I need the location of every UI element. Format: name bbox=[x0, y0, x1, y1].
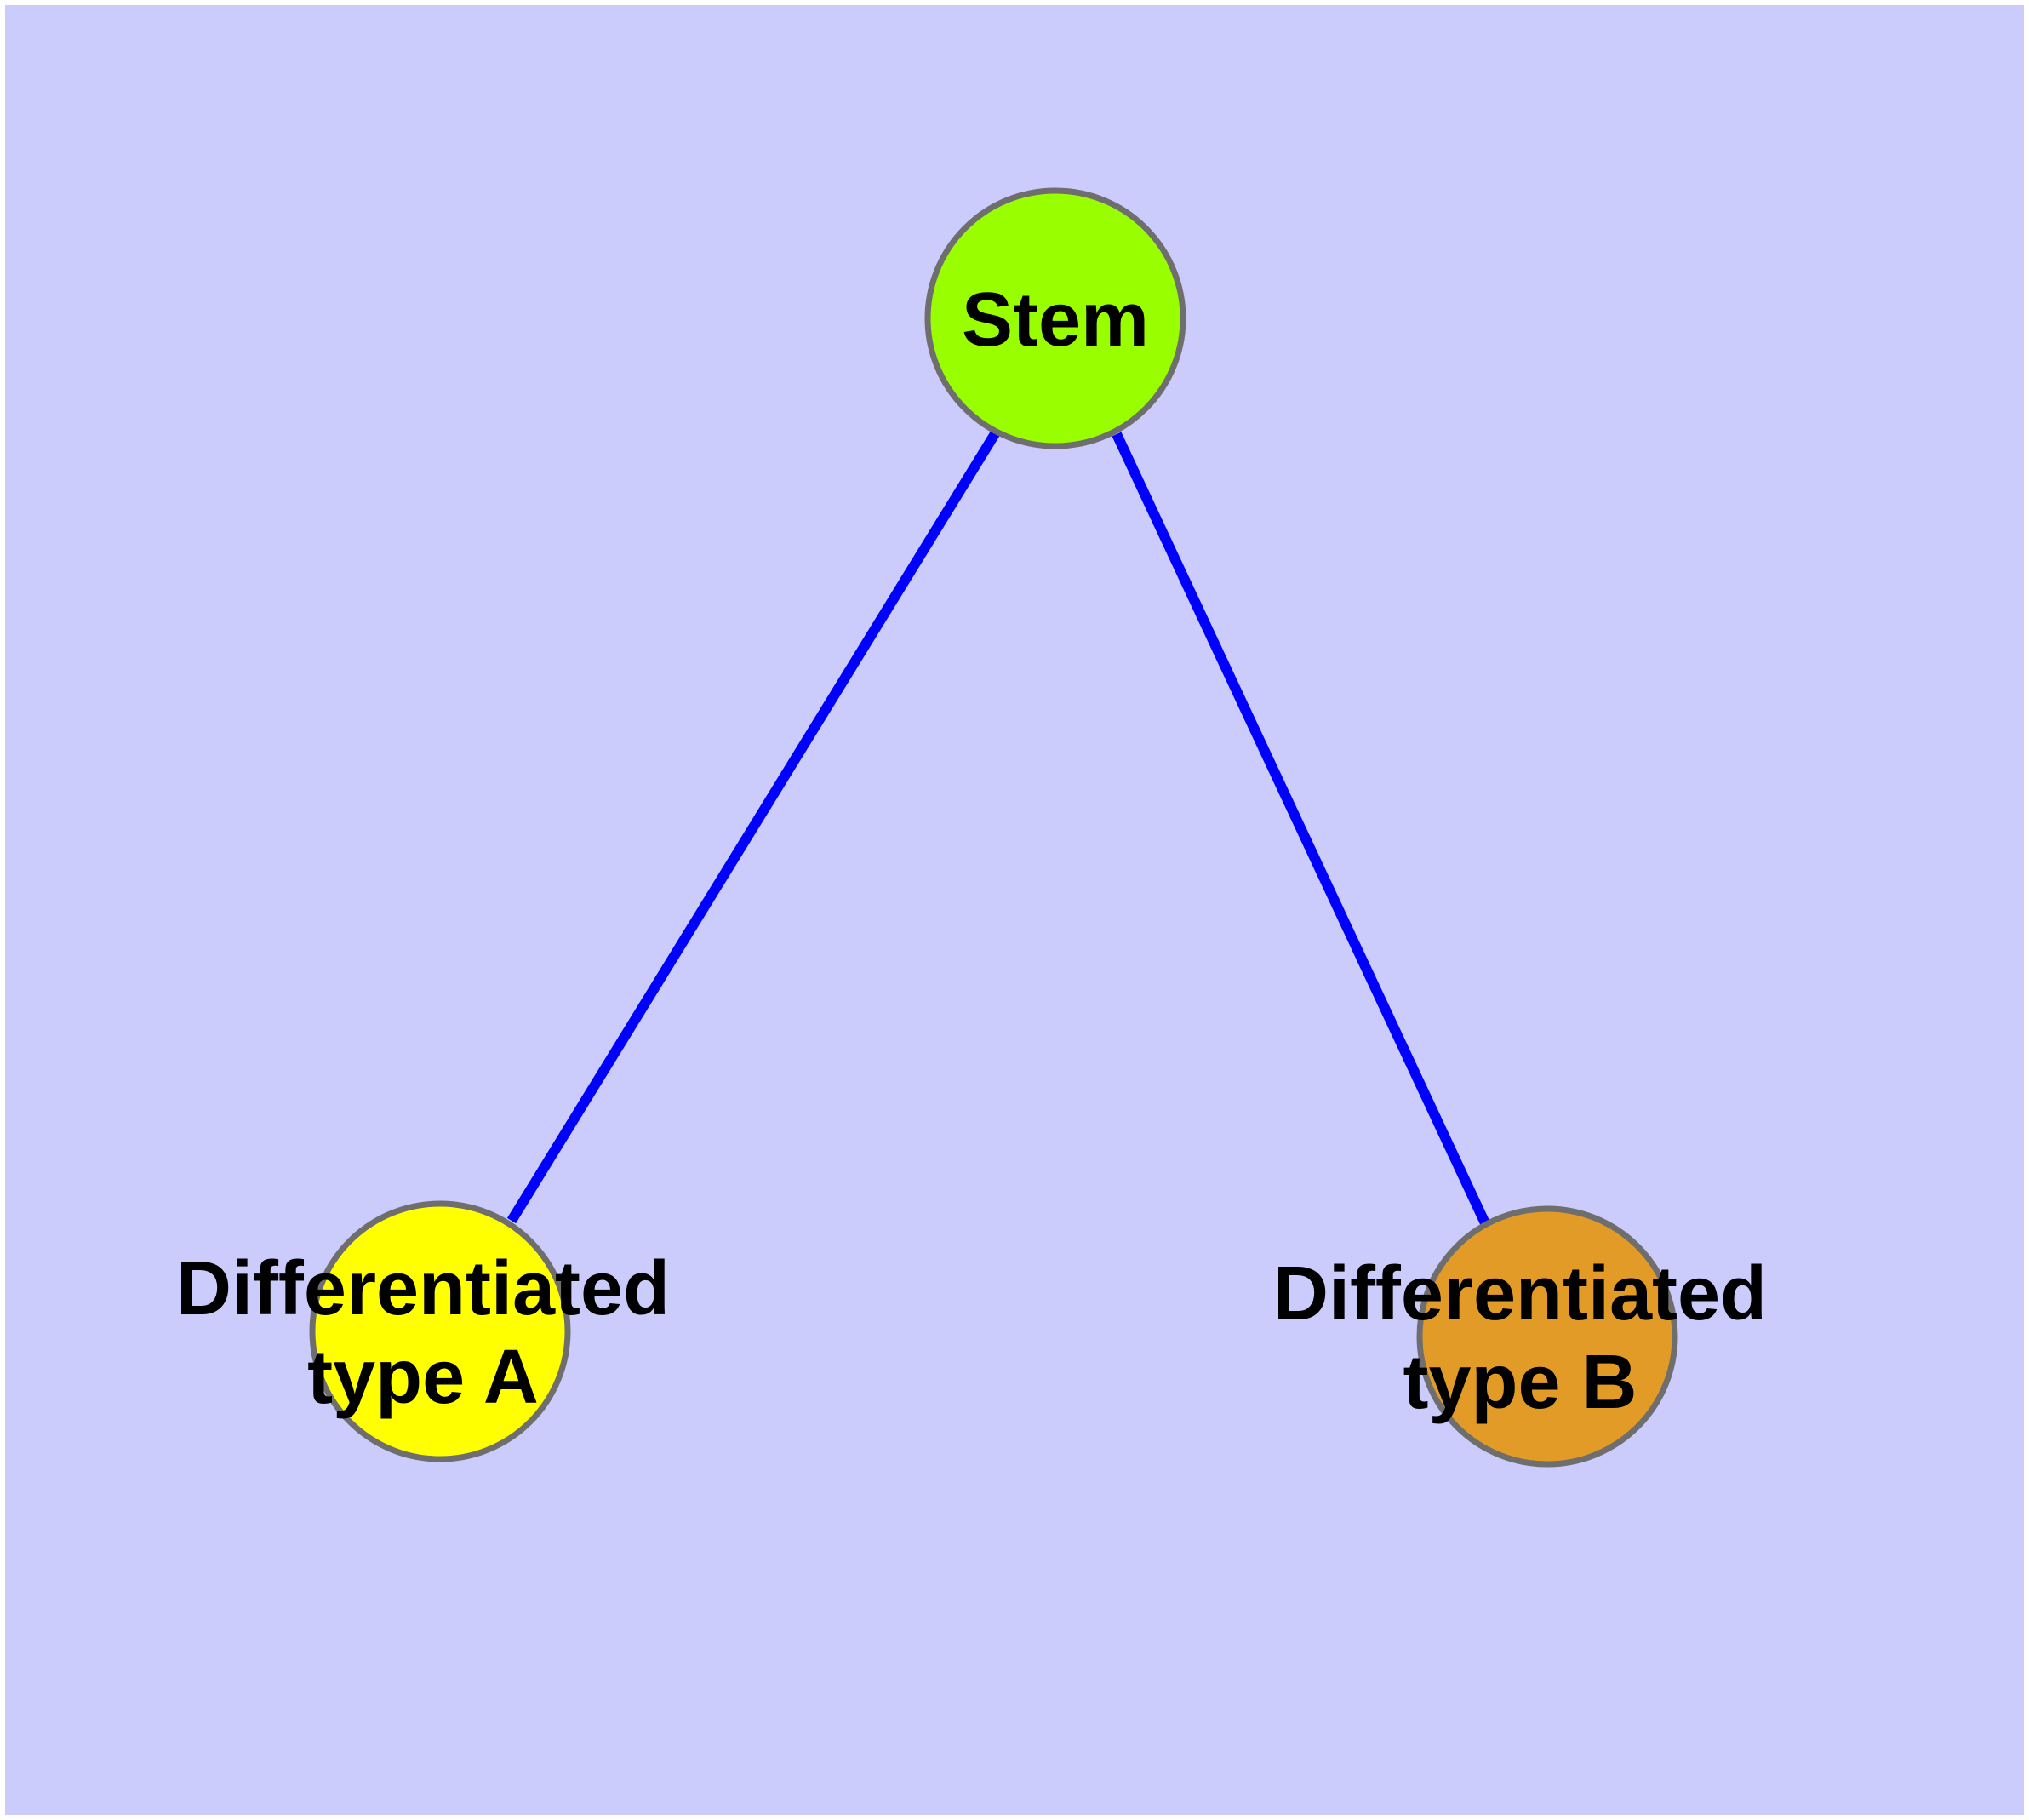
node-stem[interactable]: Stem bbox=[924, 187, 1186, 449]
node-stem-circle[interactable] bbox=[924, 187, 1186, 449]
node-differentiated-type-a-circle[interactable] bbox=[309, 1200, 571, 1462]
node-stem-label: Stem bbox=[962, 278, 1149, 363]
edges-group bbox=[506, 429, 1490, 1226]
node-differentiated-type-b-circle[interactable] bbox=[1416, 1205, 1678, 1468]
edge-stem-to-differentiated-b[interactable] bbox=[1112, 432, 1490, 1226]
edge-stem-to-differentiated-a[interactable] bbox=[506, 429, 1001, 1224]
